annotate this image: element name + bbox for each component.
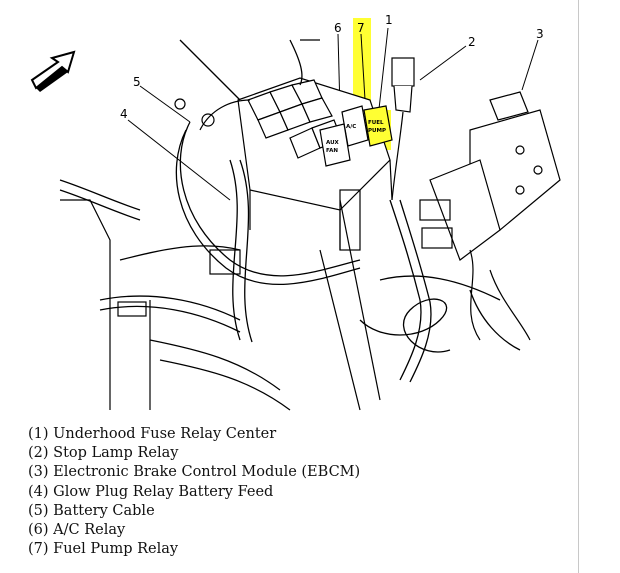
aux-fan-relay-label-1: AUX [326,140,340,146]
callout-7: 7 [357,21,365,35]
legend-item-4: (4) Glow Plug Relay Battery Feed [28,483,274,500]
callout-5: 5 [133,75,141,89]
aux-fan-relay [319,123,351,167]
stop-lamp-relay [391,57,415,201]
engine-frame [60,98,453,411]
callout-6: 6 [334,21,342,35]
forward-arrow-icon [30,50,76,92]
legend-item-1: (1) Underhood Fuse Relay Center [28,426,277,442]
ebcm-module [429,91,561,341]
legend-item-7: (7) Fuel Pump Relay [28,541,179,558]
legend-item-3: (3) Electronic Brake Control Module (EBC… [28,464,361,481]
legend-item-2: (2) Stop Lamp Relay [28,445,179,462]
underhood-fuse-relay-center [237,77,393,250]
aux-fan-relay-label-2: FAN [326,148,338,154]
callout-1: 1 [385,13,393,27]
fuel-pump-relay [363,105,393,147]
wiring-harness [59,39,521,383]
legend-item-5: (5) Battery Cable [28,502,155,519]
callout-3: 3 [536,27,544,41]
engine-compartment-diagram: 1 2 3 4 5 6 7 A/C AUX FAN FUEL PUMP [30,13,561,411]
fuel-pump-relay-label-1: FUEL [368,120,384,126]
fuel-pump-relay-label-2: PUMP [368,128,386,134]
page-divider [578,0,579,573]
callout-4: 4 [120,107,128,121]
legend-item-6: (6) A/C Relay [28,522,126,539]
legend-list: (1) Underhood Fuse Relay Center (2) Stop… [28,425,360,559]
callout-2: 2 [468,35,476,49]
ac-relay-label: A/C [346,124,356,130]
